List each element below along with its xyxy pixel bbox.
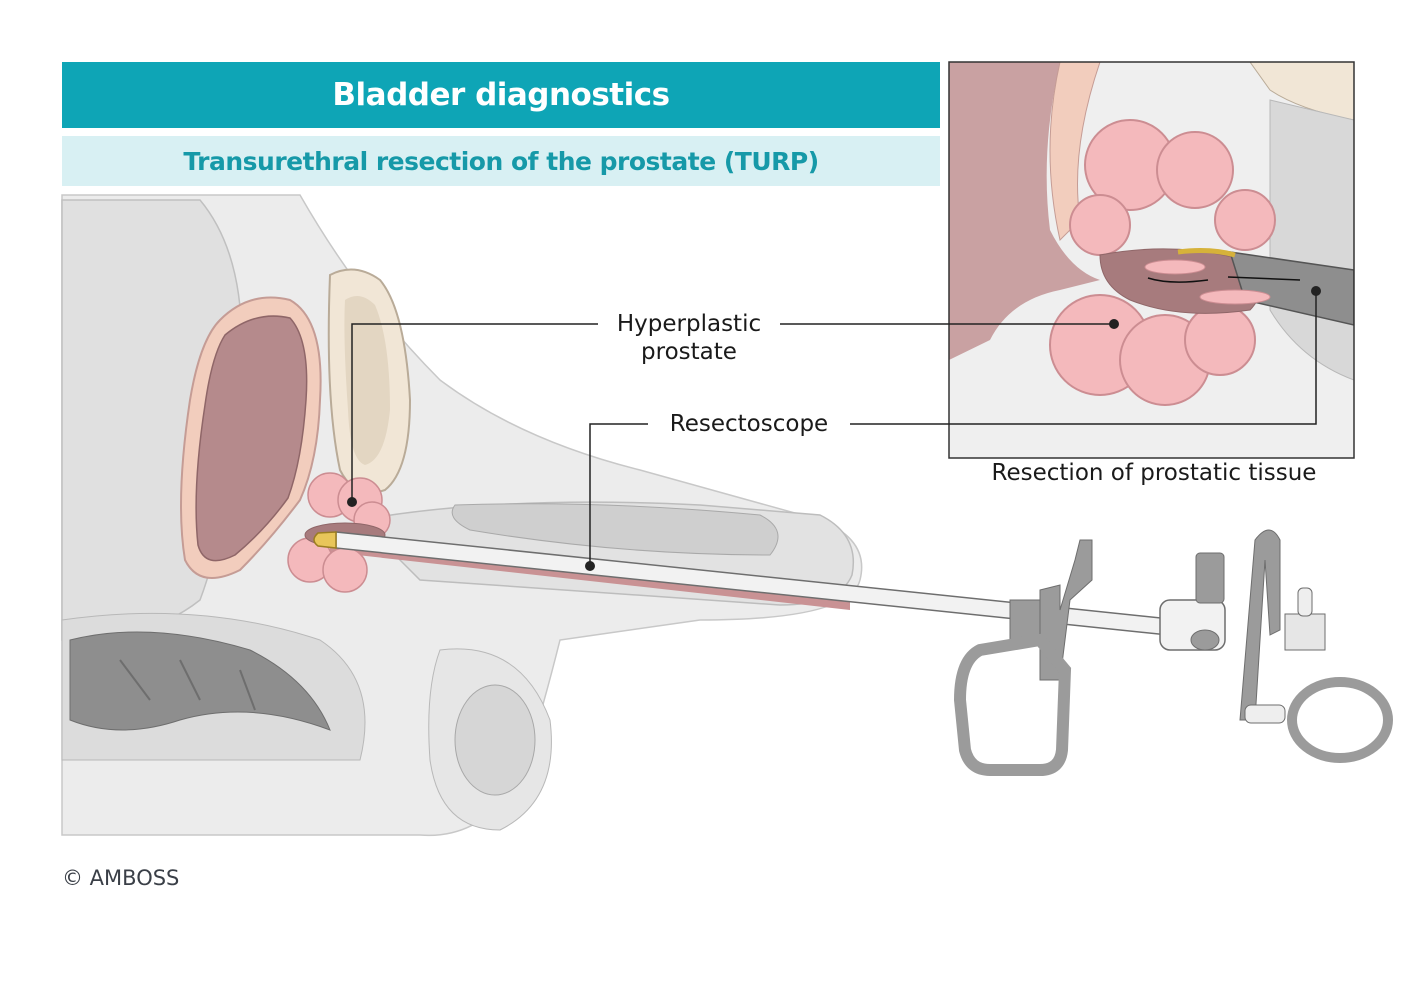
inset-panel bbox=[948, 61, 1355, 459]
leader-dots bbox=[347, 286, 1321, 571]
copyright: © AMBOSS bbox=[62, 866, 180, 890]
prostate-marker bbox=[347, 497, 357, 507]
label-hyperplastic-line1: Hyperplastic bbox=[616, 311, 762, 337]
label-resectoscope: Resectoscope bbox=[669, 411, 829, 437]
resectoscope-marker bbox=[585, 561, 595, 571]
pelvis-cross-section bbox=[61, 194, 863, 837]
page-title: Bladder diagnostics bbox=[62, 62, 940, 128]
label-hyperplastic-line2: prostate bbox=[641, 339, 737, 365]
resectoscope bbox=[313, 529, 1393, 776]
inset-caption: Resection of prostatic tissue bbox=[991, 460, 1317, 486]
page-subtitle: Transurethral resection of the prostate … bbox=[62, 136, 940, 186]
leader-lines bbox=[351, 291, 1317, 566]
label-hyperplastic-prostate: Hyperplastic prostate bbox=[604, 310, 774, 366]
inset-resectoscope-marker bbox=[1311, 286, 1321, 296]
inset-prostate-marker bbox=[1109, 319, 1119, 329]
